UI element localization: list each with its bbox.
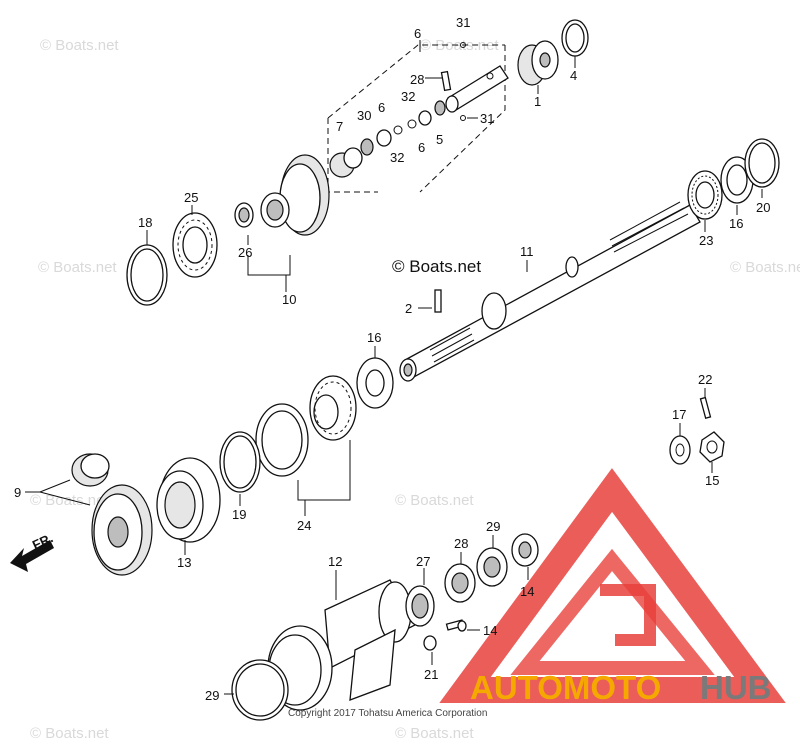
watermark: © Boats.net [38, 259, 117, 276]
part-ball-bearing [172, 212, 218, 278]
callout-18: 19 [232, 507, 246, 522]
callout-27: 28 [410, 72, 424, 87]
part-plunger [329, 147, 363, 178]
callout-17: 17 [672, 407, 686, 422]
callout-21: 22 [698, 372, 712, 387]
copyright-notice: Copyright 2017 Tohatsu America Corporati… [288, 708, 487, 719]
part-clutch [517, 40, 559, 86]
watermark: © Boats.net [30, 725, 109, 742]
part-gear-case [267, 579, 416, 711]
logo-text-hub: HUB [700, 669, 772, 706]
callout-15: 14 [520, 584, 534, 599]
callout-14: 15 [705, 473, 719, 488]
forward-direction-arrow: FR. [10, 530, 55, 572]
callout-13: 14 [483, 623, 497, 638]
callout-32: 32 [390, 150, 404, 165]
callout-29: 29 [205, 688, 219, 703]
callout-3: 4 [570, 68, 577, 83]
watermark: © Boats.net [420, 37, 499, 54]
callout-2: 2 [405, 301, 412, 316]
callout-6: 6 [378, 100, 385, 115]
part-taper-bearing [255, 375, 357, 477]
callout-22: 23 [699, 233, 713, 248]
watermarks: © Boats.net © Boats.net © Boats.net © Bo… [30, 37, 800, 742]
watermark: © Boats.net [40, 37, 119, 54]
callout-4: 6 [414, 26, 421, 41]
part-bevel-gear-top [260, 154, 330, 236]
callout-1: 1 [534, 94, 541, 109]
callout-31: 31 [480, 111, 494, 126]
callout-28: 28 [454, 536, 468, 551]
callout-10: 11 [520, 244, 534, 259]
callout-5: 5 [436, 132, 443, 147]
callout-12: 13 [177, 555, 191, 570]
callout-11: 12 [328, 554, 342, 569]
part-pinion-and-gear [71, 453, 153, 576]
part-propeller-shaft [399, 201, 701, 382]
callout-7: 7 [336, 119, 343, 134]
automotohub-logo: AUTOMOTO HUB [439, 468, 786, 706]
callout-16: 16 [729, 216, 743, 231]
part-bearing-housing [156, 457, 221, 543]
callout-9: 10 [282, 292, 296, 307]
watermark: © Boats.net [395, 725, 474, 742]
callout-28: 29 [486, 519, 500, 534]
watermark: © Boats.net [730, 259, 800, 276]
callout-26: 27 [416, 554, 430, 569]
callout-31: 31 [456, 15, 470, 30]
callout-6: 6 [418, 140, 425, 155]
callout-30: 30 [357, 108, 371, 123]
watermark: © Boats.net [395, 492, 474, 509]
callout-25: 26 [238, 245, 252, 260]
brand-mark: © Boats.net [392, 257, 481, 276]
callout-32: 32 [401, 89, 415, 104]
callout-20: 21 [424, 667, 438, 682]
callout-24: 25 [184, 190, 198, 205]
callout-8: 9 [14, 485, 21, 500]
callout-labels: 31 6 28 32 30 6 7 32 6 5 31 1 4 25 18 26… [14, 15, 770, 703]
callout-16: 16 [367, 330, 381, 345]
callout-19: 20 [756, 200, 770, 215]
part-shift-rod [445, 65, 509, 113]
logo-text-automoto: AUTOMOTO [470, 669, 661, 706]
callout-23: 24 [297, 518, 311, 533]
callout-18: 18 [138, 215, 152, 230]
